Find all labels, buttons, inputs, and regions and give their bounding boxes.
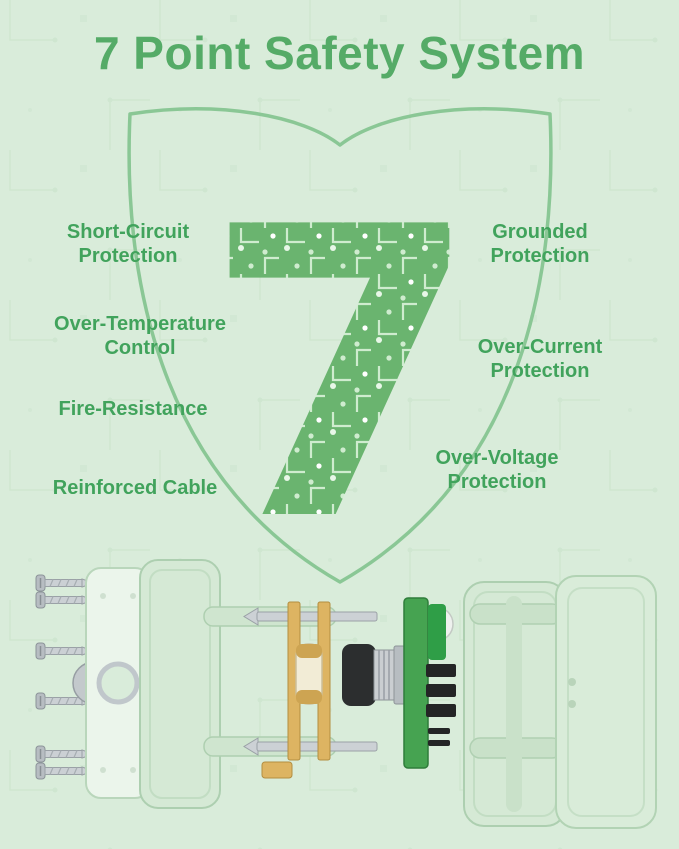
label-line: Over-Voltage [435,447,559,469]
label-line: Protection [447,470,547,493]
page-title: 7 Point Safety System [93,27,586,79]
circuit-board-assembly [403,597,456,769]
faceplate [85,567,151,799]
barrel-connector [342,644,416,706]
label-line: Short-Circuit [66,221,190,243]
label-line: Protection [490,244,590,267]
label-line: Control [104,336,176,359]
label-short-circuit-protection: Short-Circuit Protection [30,221,226,268]
shield-outline [127,107,553,584]
front-shell [139,559,221,809]
label-line: Fire-Resistance [58,398,208,420]
label-grounded-protection: Grounded Protection [445,221,635,268]
label-line: Protection [78,244,178,267]
label-over-voltage-protection: Over-Voltage Protection [402,447,592,494]
label-line: Over-Temperature [54,313,226,335]
label-line: Over-Current [477,336,603,358]
rear-shell [463,581,567,827]
back-cover [555,575,657,829]
label-reinforced-cable: Reinforced Cable [22,477,248,501]
label-line: Grounded [492,221,588,243]
label-fire-resistance: Fire-Resistance [30,398,236,422]
label-line: Protection [490,359,590,382]
label-line: Reinforced Cable [52,477,218,499]
shield-graphic: 7 [127,107,553,595]
circuit-seven: 7 [203,144,481,595]
long-pins [243,607,378,756]
fuse-assembly [261,601,331,779]
label-over-current-protection: Over-Current Protection [445,336,635,383]
label-over-temperature-control: Over-Temperature Control [22,313,258,360]
exploded-product-view [35,559,657,829]
